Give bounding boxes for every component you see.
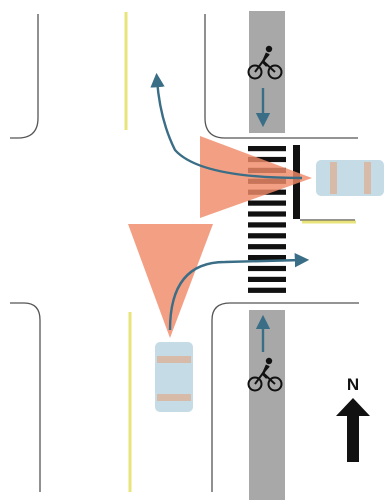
crosswalk-stripe <box>248 276 286 282</box>
crosswalk-stripe <box>248 244 286 250</box>
curb-northeast <box>204 14 358 139</box>
sight-triangle-northbound <box>128 224 213 338</box>
crosswalk-stripe <box>248 287 286 293</box>
vehicle-south <box>155 342 193 412</box>
curb-southeast <box>211 302 359 492</box>
curb-lines <box>10 14 359 492</box>
bicyclist-icon <box>247 45 283 80</box>
crosswalk-stripe <box>248 200 286 206</box>
curb-northwest <box>10 14 39 139</box>
crosswalk-stripe <box>248 222 286 228</box>
crosswalk-stripe <box>248 211 286 217</box>
movement-arrows <box>150 72 310 352</box>
center-lines <box>124 12 356 492</box>
crosswalk-stripe <box>248 233 286 239</box>
bike-lane-south <box>249 310 285 500</box>
left-turn-arrow <box>150 72 303 180</box>
crosswalk-stripe <box>248 156 286 163</box>
crosswalk-stripe <box>248 255 286 261</box>
vehicle-east <box>316 160 384 196</box>
crosswalk-stripe <box>248 146 286 152</box>
north-label: N <box>347 375 359 394</box>
north-arrow-icon <box>336 398 370 462</box>
bicyclist-icon <box>247 357 283 392</box>
crosswalk-stripe <box>248 265 286 272</box>
bike-lane-north <box>249 11 285 133</box>
curb-southwest <box>10 302 41 492</box>
right-turn-arrow <box>168 252 310 331</box>
